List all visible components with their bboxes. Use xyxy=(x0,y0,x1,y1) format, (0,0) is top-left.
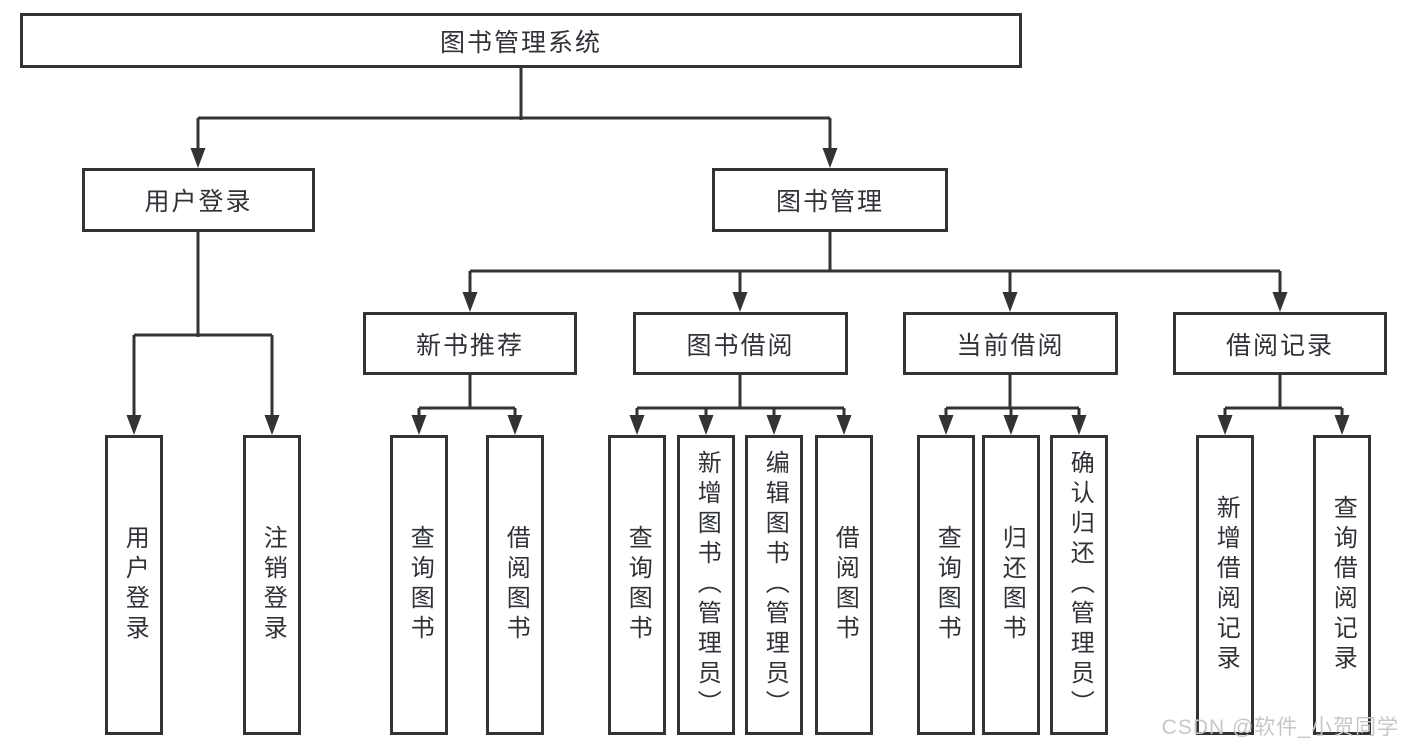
connector-book-management xyxy=(468,232,1282,294)
node-book-management: 图书管理 xyxy=(712,168,948,232)
leaf-newbook-borrow-books-label: 借阅图书 xyxy=(502,525,530,645)
leaf-borrow-add-books-admin: 新增图书（管理员） xyxy=(677,435,735,735)
node-new-book-recommend-label: 新书推荐 xyxy=(415,331,524,360)
connector-book-borrow xyxy=(635,375,846,417)
leaf-borrow-query-books-label: 查询图书 xyxy=(624,525,652,645)
node-user-login: 用户登录 xyxy=(82,168,315,232)
leaf-borrow-edit-books-admin-label: 编辑图书（管理员） xyxy=(761,450,789,720)
leaf-current-return-books: 归还图书 xyxy=(982,435,1040,735)
node-user-login-label: 用户登录 xyxy=(144,188,253,216)
connector-user-login xyxy=(132,232,274,417)
node-current-borrow: 当前借阅 xyxy=(903,312,1118,375)
leaf-borrow-add-books-admin-label: 新增图书（管理员） xyxy=(693,450,721,720)
csdn-watermark: CSDN @软件_小贺同学 xyxy=(1161,716,1399,739)
leaf-borrow-edit-books-admin: 编辑图书（管理员） xyxy=(745,435,803,735)
leaf-user-login: 用户登录 xyxy=(105,435,163,735)
arrowheads-book-management xyxy=(462,292,1288,312)
leaf-logout-label: 注销登录 xyxy=(259,525,287,645)
leaf-borrow-borrow-books-label: 借阅图书 xyxy=(831,525,859,645)
leaf-current-confirm-return-admin-label: 确认归还（管理员） xyxy=(1066,450,1094,720)
leaf-newbook-query-books: 查询图书 xyxy=(390,435,448,735)
leaf-newbook-query-books-label: 查询图书 xyxy=(406,525,434,645)
connector-current-borrow xyxy=(944,375,1081,417)
node-current-borrow-label: 当前借阅 xyxy=(956,331,1065,360)
leaf-current-return-books-label: 归还图书 xyxy=(998,525,1026,645)
leaf-records-query-record-label: 查询借阅记录 xyxy=(1329,495,1357,675)
arrowheads-new-book xyxy=(411,415,523,435)
node-book-borrow-label: 图书借阅 xyxy=(686,331,795,360)
leaf-borrow-query-books: 查询图书 xyxy=(608,435,666,735)
leaf-newbook-borrow-books: 借阅图书 xyxy=(486,435,544,735)
leaf-current-query-books: 查询图书 xyxy=(917,435,975,735)
leaf-records-query-record: 查询借阅记录 xyxy=(1313,435,1371,735)
arrowheads-current-borrow xyxy=(938,415,1087,435)
connector-new-book xyxy=(417,375,517,417)
arrowheads-book-borrow xyxy=(629,415,852,435)
node-root-system-label: 图书管理系统 xyxy=(439,28,602,57)
connector-root xyxy=(196,68,832,150)
node-new-book-recommend: 新书推荐 xyxy=(363,312,577,375)
node-borrow-records: 借阅记录 xyxy=(1173,312,1387,375)
leaf-logout: 注销登录 xyxy=(243,435,301,735)
leaf-current-query-books-label: 查询图书 xyxy=(933,525,961,645)
connector-borrow-records xyxy=(1223,375,1344,417)
node-book-management-label: 图书管理 xyxy=(775,188,884,216)
arrowheads-borrow-records xyxy=(1217,415,1350,435)
node-book-borrow: 图书借阅 xyxy=(633,312,848,375)
leaf-user-login-label: 用户登录 xyxy=(121,525,149,645)
leaf-current-confirm-return-admin: 确认归还（管理员） xyxy=(1050,435,1108,735)
arrowheads-root xyxy=(190,148,838,168)
leaf-borrow-borrow-books: 借阅图书 xyxy=(815,435,873,735)
arrowheads-user-login xyxy=(126,415,280,435)
node-root-system: 图书管理系统 xyxy=(20,13,1022,68)
leaf-records-add-record-label: 新增借阅记录 xyxy=(1212,495,1240,675)
node-borrow-records-label: 借阅记录 xyxy=(1225,331,1334,360)
leaf-records-add-record: 新增借阅记录 xyxy=(1196,435,1254,735)
